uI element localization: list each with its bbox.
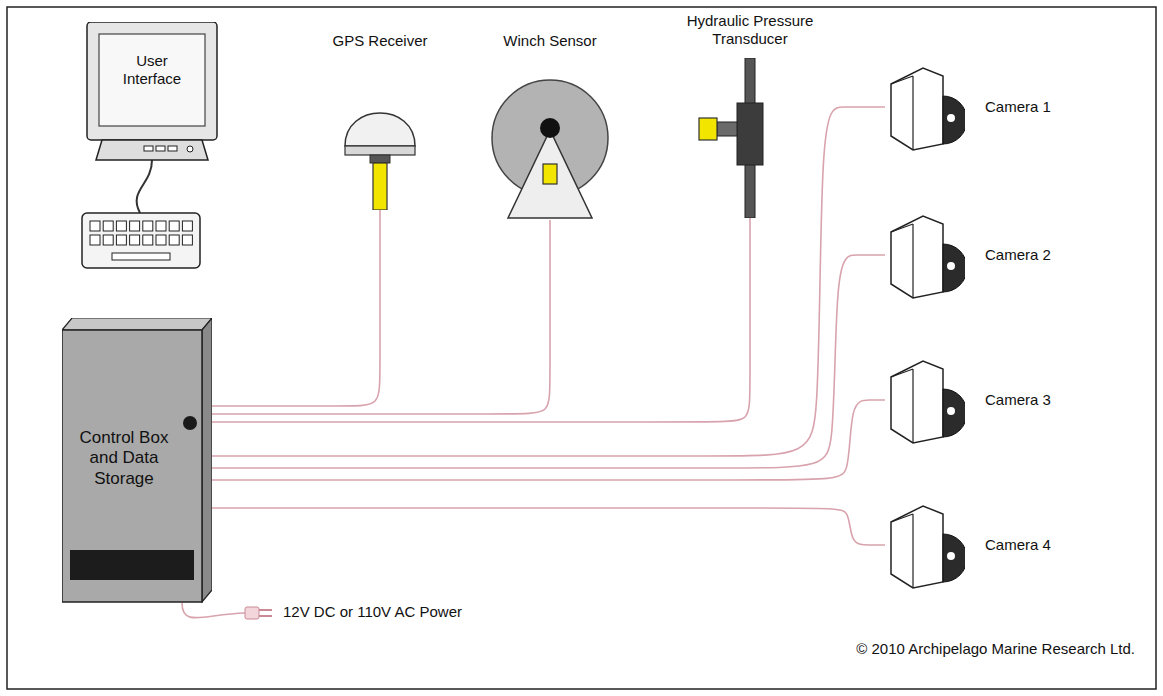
node-label: User Interface xyxy=(112,52,192,88)
signal-cable xyxy=(212,508,885,545)
signal-cable xyxy=(212,107,885,456)
control-box: Control Box and Data Storage xyxy=(62,318,212,603)
signal-cable xyxy=(212,220,550,414)
power-label: 12V DC or 110V AC Power xyxy=(283,603,462,621)
gps-receiver: GPS Receiver xyxy=(329,28,431,210)
winch-sensor: Winch Sensor xyxy=(480,28,620,220)
node-label: Winch Sensor xyxy=(503,32,596,50)
node-label: Camera 2 xyxy=(985,246,1051,264)
cam-icon xyxy=(885,355,965,445)
frame xyxy=(7,7,1156,689)
node-label: Hydraulic Pressure Transducer xyxy=(672,12,828,48)
camera: Camera 4 xyxy=(885,500,1055,590)
signal-cable xyxy=(212,218,750,422)
node-label: Control Box and Data Storage xyxy=(72,428,176,489)
pressure-transducer: Hydraulic Pressure Transducer xyxy=(672,10,828,218)
node-label: Camera 3 xyxy=(985,391,1051,409)
signal-cable xyxy=(212,400,885,480)
cam-icon xyxy=(885,62,965,152)
keyboard xyxy=(82,160,200,268)
gps-icon xyxy=(330,60,430,210)
node-label: Camera 1 xyxy=(985,98,1051,116)
user-interface-monitor: User Interface xyxy=(82,22,222,182)
signal-cable xyxy=(212,255,885,468)
cam-icon xyxy=(885,500,965,590)
hyd-icon xyxy=(675,58,825,218)
camera: Camera 2 xyxy=(885,210,1055,300)
copyright-note: © 2010 Archipelago Marine Research Ltd. xyxy=(856,640,1135,658)
power-cord xyxy=(182,603,272,619)
winch-icon xyxy=(480,60,620,220)
node-label: Camera 4 xyxy=(985,536,1051,554)
node-label: GPS Receiver xyxy=(332,32,427,50)
camera: Camera 1 xyxy=(885,62,1055,152)
signal-cable xyxy=(212,210,380,406)
camera: Camera 3 xyxy=(885,355,1055,445)
cam-icon xyxy=(885,210,965,300)
monitor-icon xyxy=(82,22,222,182)
